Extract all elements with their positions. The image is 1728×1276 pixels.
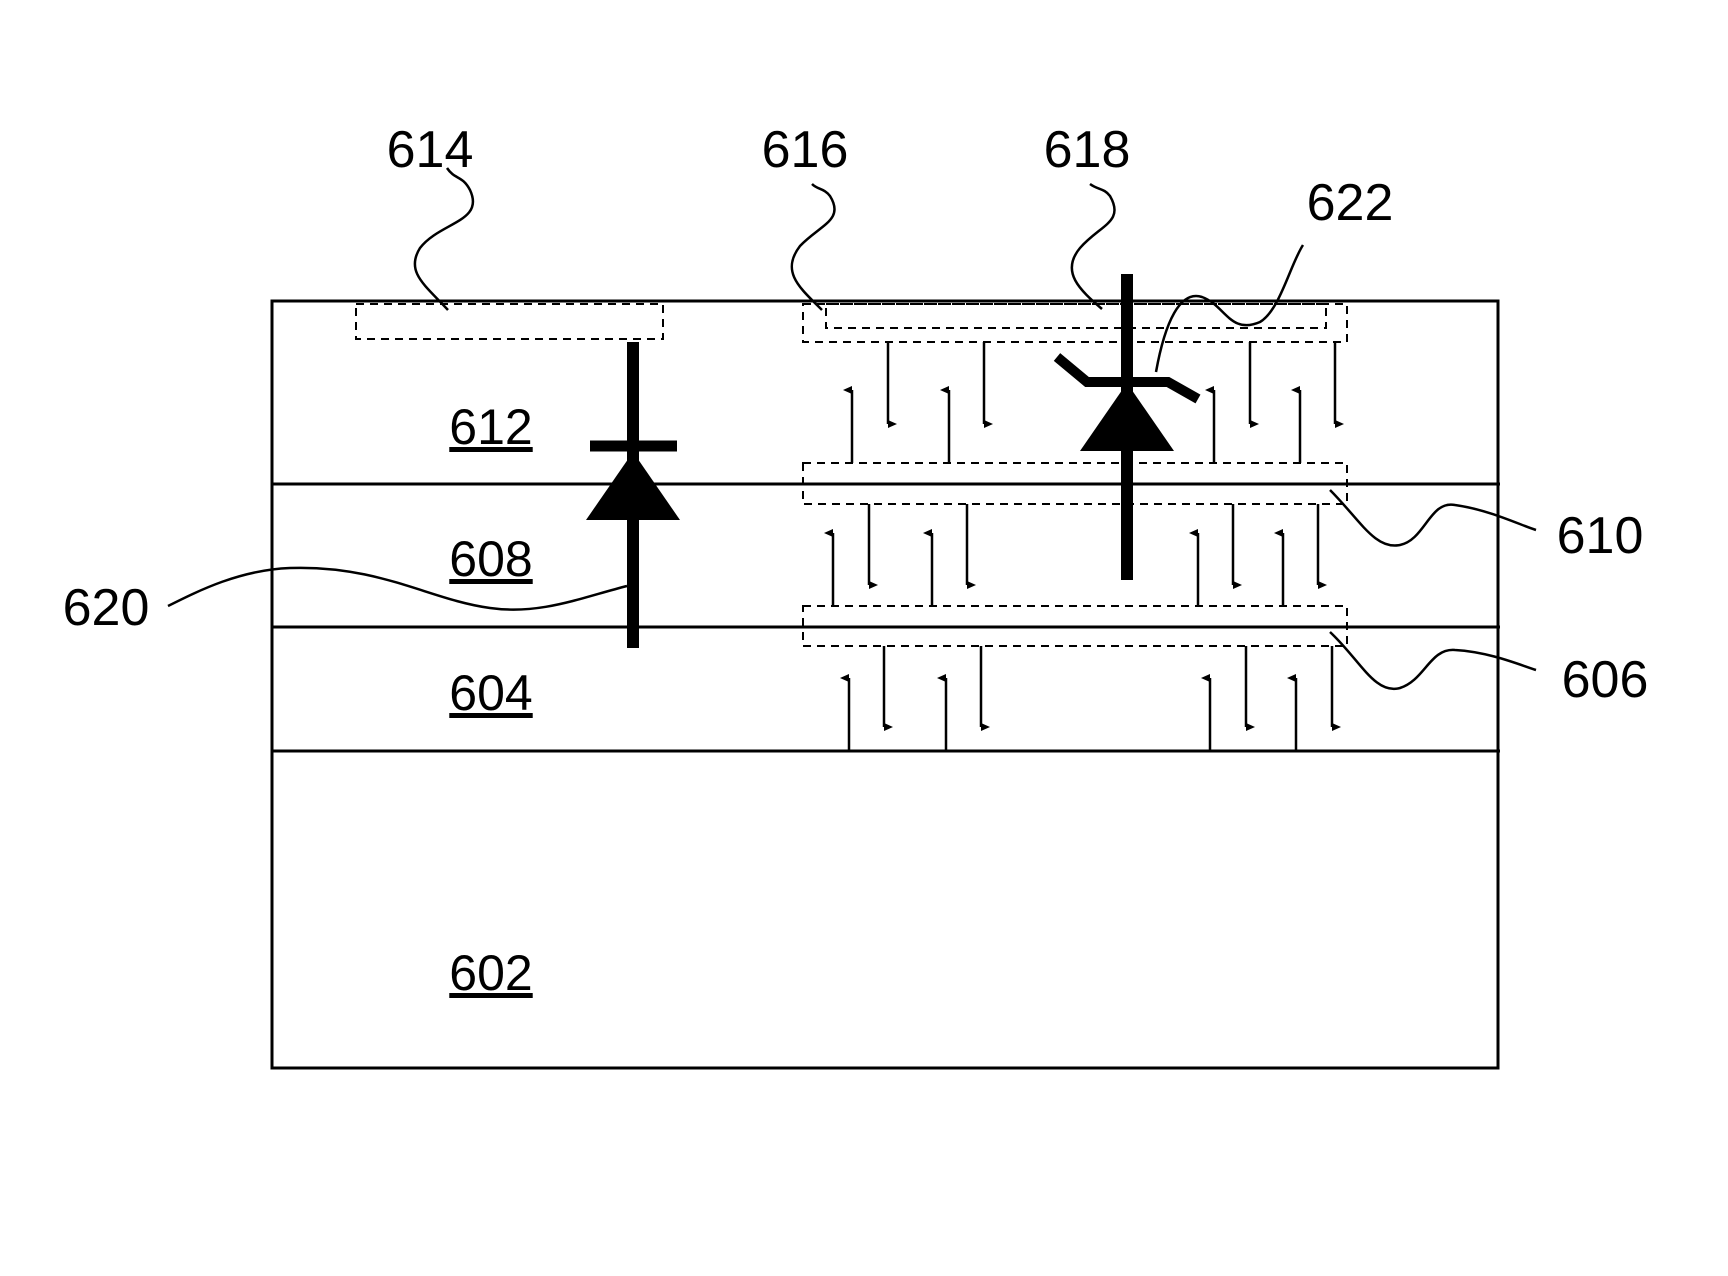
leader-606 — [1330, 632, 1536, 689]
leader-616 — [792, 184, 835, 310]
callout-606: 606 — [1562, 651, 1649, 709]
region-616 — [803, 304, 1347, 342]
callout-610: 610 — [1557, 507, 1644, 565]
callout-618: 618 — [1044, 121, 1131, 179]
leader-622 — [1156, 245, 1303, 372]
diode-622 — [1057, 274, 1198, 580]
callout-labels: 614 616 618 622 610 606 620 — [63, 121, 1649, 709]
diode-622-anode-triangle — [1080, 383, 1174, 451]
callout-620: 620 — [63, 579, 150, 637]
arrows-layer-608 — [833, 504, 1318, 606]
callout-614: 614 — [387, 121, 474, 179]
leader-610 — [1330, 490, 1536, 546]
layer-label-608: 608 — [449, 531, 532, 587]
leader-614 — [415, 168, 473, 310]
diode-620 — [586, 342, 680, 648]
leader-618 — [1072, 184, 1115, 309]
diode-620-anode-triangle — [586, 452, 680, 520]
layer-label-604: 604 — [449, 665, 532, 721]
arrows-layer-604 — [849, 646, 1332, 751]
layer-label-612: 612 — [449, 399, 532, 455]
callout-616: 616 — [762, 121, 849, 179]
leader-620 — [168, 568, 627, 610]
region-614 — [356, 304, 663, 339]
layer-label-602: 602 — [449, 945, 532, 1001]
callout-622: 622 — [1307, 174, 1394, 232]
layer-labels: 612 608 604 602 — [449, 399, 532, 1001]
